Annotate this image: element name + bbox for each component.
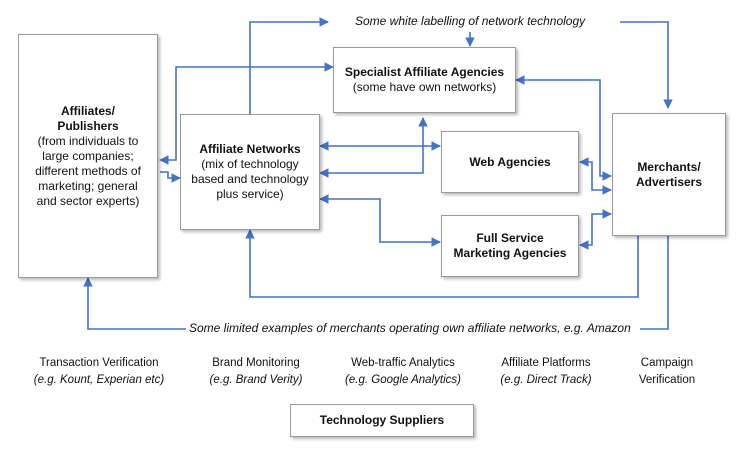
supplier-name: Transaction Verification	[39, 357, 159, 369]
box-detail: (mix of technology	[201, 157, 299, 171]
box-detail: (from individuals to	[37, 133, 139, 148]
box-title: Merchants/	[637, 159, 701, 174]
connector-merchants-own-networks	[640, 236, 669, 330]
connector-own-networks-affiliates	[83, 277, 186, 330]
box-title: Specialist Affiliate Agencies	[344, 65, 505, 79]
technology-suppliers-box: Technology Suppliers	[290, 404, 474, 437]
box-detail: (some have own networks)	[352, 80, 497, 94]
white-labelling-note: Some white labelling of network technolo…	[352, 14, 589, 28]
connector-networks-merchants	[245, 224, 643, 298]
supplier-name: Affiliate Platforms	[501, 357, 591, 369]
connector-networks-fullservice	[319, 194, 441, 247]
supplier-affiliate-platforms: Affiliate Platforms (e.g. Direct Track)	[471, 355, 621, 389]
supplier-transaction-verification: Transaction Verification (e.g. Kount, Ex…	[24, 355, 174, 389]
connector-affiliates-specialist	[159, 62, 334, 165]
affiliates-publishers-box: Affiliates/ Publishers (from individuals…	[18, 34, 158, 278]
box-detail: based and technology	[191, 172, 309, 186]
box-detail: large companies;	[42, 148, 134, 163]
supplier-example: (e.g. Brand Verity)	[209, 374, 303, 386]
box-title: Marketing Agencies	[453, 246, 567, 260]
box-detail: marketing; general	[38, 178, 138, 193]
supplier-example: (e.g. Direct Track)	[500, 374, 592, 386]
box-title: Technology Suppliers	[319, 413, 445, 427]
connector-networks-white-label	[249, 17, 329, 114]
supplier-web-traffic-analytics: Web-traffic Analytics (e.g. Google Analy…	[328, 355, 478, 389]
box-title: Publishers	[57, 118, 119, 133]
merchants-advertisers-box: Merchants/ Advertisers	[612, 113, 726, 236]
supplier-example: (e.g. Google Analytics)	[345, 374, 461, 386]
connector-white-label-merchants	[620, 21, 673, 109]
box-title: Affiliates/	[60, 103, 115, 118]
box-detail: and sector experts)	[36, 193, 140, 208]
box-title: Advertisers	[635, 174, 703, 189]
supplier-name: Campaign Verification	[638, 357, 696, 386]
connector-web-merchants	[579, 157, 612, 195]
supplier-example: (e.g. Kount, Experian etc)	[33, 374, 165, 386]
supplier-campaign-verification: Campaign Verification	[622, 355, 712, 389]
affiliate-networks-box: Affiliate Networks (mix of technology ba…	[180, 114, 320, 230]
merchant-own-networks-note: Some limited examples of merchants opera…	[186, 321, 634, 335]
box-title: Affiliate Networks	[199, 142, 301, 156]
connector-networks-specialist	[319, 117, 428, 178]
box-detail: different methods of	[35, 163, 141, 178]
connector-affiliates-networks	[160, 171, 181, 183]
supplier-name: Web-traffic Analytics	[351, 357, 455, 369]
web-agencies-box: Web Agencies	[441, 131, 579, 193]
box-title: Web Agencies	[469, 154, 551, 169]
supplier-brand-monitoring: Brand Monitoring (e.g. Brand Verity)	[181, 355, 331, 389]
specialist-affiliate-agencies-box: Specialist Affiliate Agencies (some have…	[333, 47, 516, 113]
box-detail: plus service)	[216, 187, 284, 201]
connector-fullservice-merchants	[579, 209, 612, 250]
box-title: Full Service	[476, 231, 544, 245]
full-service-marketing-agencies-box: Full Service Marketing Agencies	[441, 215, 579, 277]
supplier-name: Brand Monitoring	[212, 357, 300, 369]
